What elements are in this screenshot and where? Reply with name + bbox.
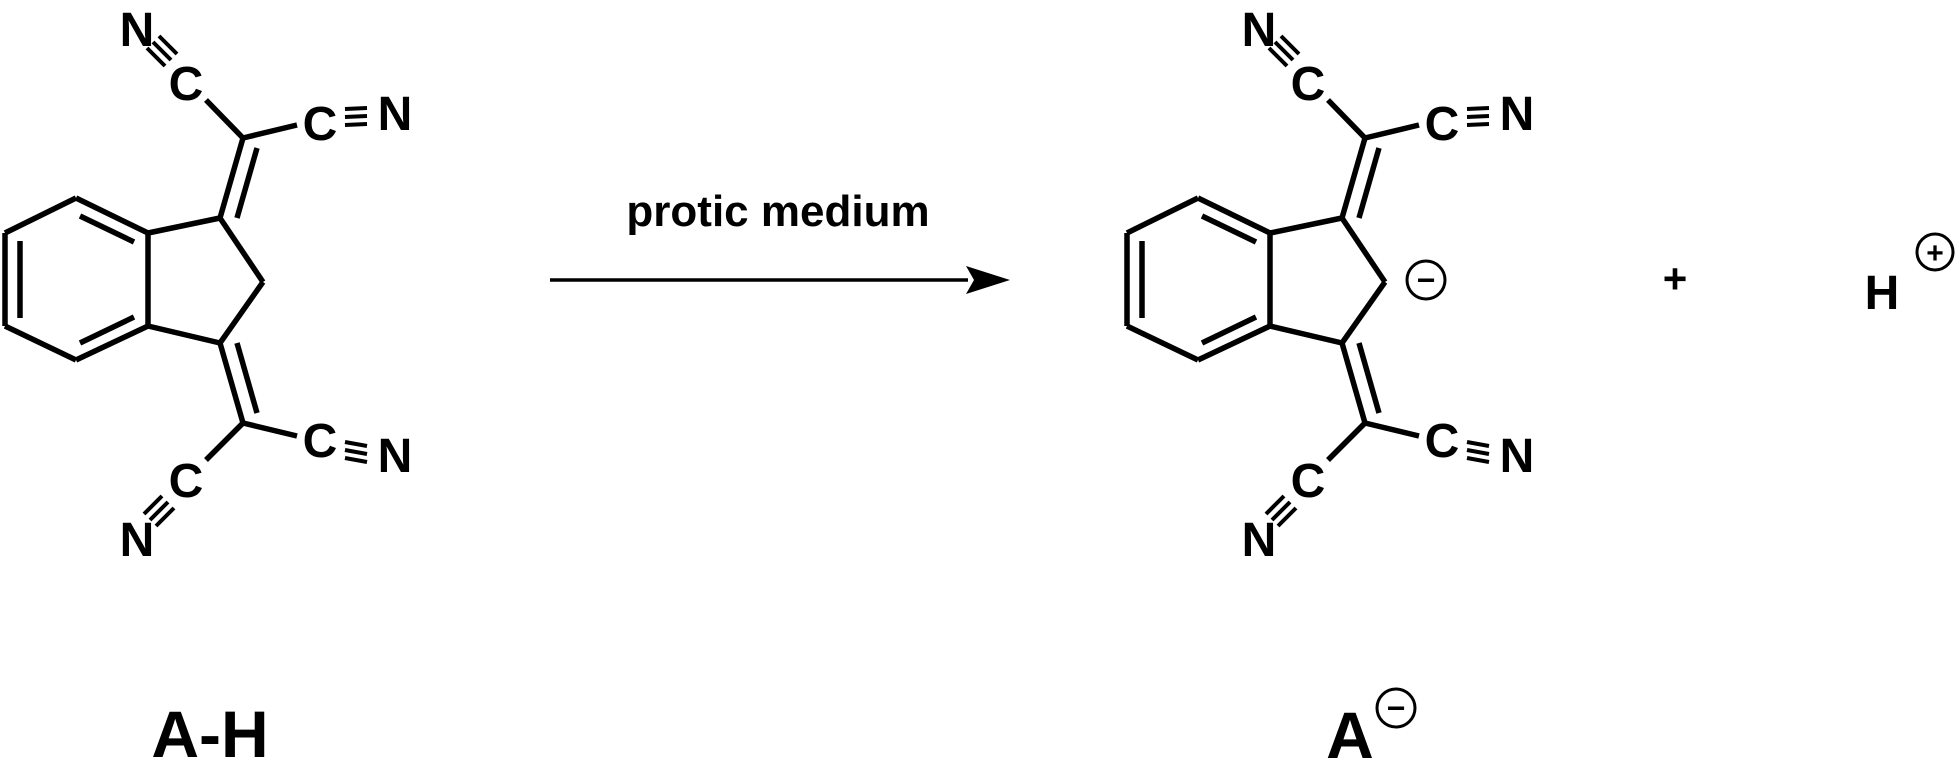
plus-sign: + <box>1663 255 1688 302</box>
reactant-molecule: C N C N C N C N <box>2 4 413 567</box>
atom-n: N <box>378 88 413 141</box>
atom-c: C <box>1425 98 1460 151</box>
condition-label: protic medium <box>626 187 929 236</box>
product-molecule: C N C N C N C N − <box>1124 4 1535 567</box>
atom-n: N <box>1242 514 1277 567</box>
atom-c: C <box>1425 415 1460 468</box>
atom-c: C <box>169 455 204 508</box>
svg-text:−: − <box>1387 690 1406 726</box>
atom-n: N <box>120 514 155 567</box>
atom-c: C <box>1291 455 1326 508</box>
product-charge-symbol: − <box>1375 687 1417 729</box>
product-label: A <box>1326 698 1374 771</box>
positive-charge-symbol: + <box>1915 232 1955 272</box>
reagent-label: A-H <box>151 697 268 771</box>
atom-n: N <box>1500 430 1535 483</box>
atom-c: C <box>303 98 338 151</box>
atom-c: C <box>1291 58 1326 111</box>
svg-text:+: + <box>1926 237 1944 270</box>
proton-symbol: H <box>1865 267 1900 320</box>
svg-text:−: − <box>1417 262 1436 298</box>
negative-charge-symbol: − <box>1405 259 1447 301</box>
atom-n: N <box>378 430 413 483</box>
atom-c: C <box>303 415 338 468</box>
atom-c: C <box>169 58 204 111</box>
atom-n: N <box>1500 88 1535 141</box>
reaction-arrow: protic medium <box>550 187 1010 294</box>
